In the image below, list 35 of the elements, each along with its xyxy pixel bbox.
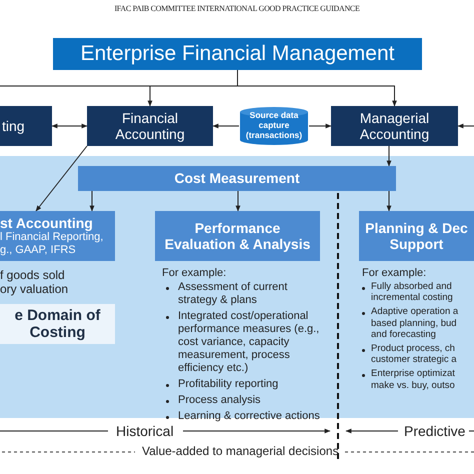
connector-arrow <box>386 190 392 212</box>
connector-arrow <box>90 190 94 212</box>
process-box: Managerial Accounting <box>331 106 458 146</box>
bullet-item: Profitability reporting <box>178 378 280 391</box>
bullet-item: Integrated cost/operational performance measures (e.g., cost variance, capacity measurement, process efficiency etc.) <box>178 310 320 375</box>
header-bar: Cost Measurement <box>78 166 396 191</box>
connector-arrow <box>236 190 240 212</box>
title-box: Enterprise Financial Management <box>53 38 422 70</box>
note-text: For example: <box>362 267 426 280</box>
category-box: st Accounting l Financial Reporting, g., GAAP, IFRS <box>0 211 115 261</box>
process-box: Financial Accounting <box>87 106 213 146</box>
bullet-item: Product process, ch customer strategic a <box>371 343 458 366</box>
bullet-item: Enterprise optimizat make vs. buy, outso <box>371 368 456 391</box>
connector-arrow <box>212 124 240 128</box>
note-text: Predictive <box>404 423 466 440</box>
bullet-item: Fully absorbed and incremental costing <box>371 281 454 304</box>
note-text: For example: <box>162 267 226 280</box>
connector-arrow <box>386 146 392 167</box>
category-box: Planning & Dec Support <box>359 211 474 261</box>
category-box: Performance Evaluation & Analysis <box>155 211 320 261</box>
bullet-item: Process analysis <box>178 394 262 407</box>
connector-arrow <box>51 124 88 128</box>
process-box: ting <box>0 106 52 146</box>
note-text: ory valuation <box>0 282 68 296</box>
text-box: e Domain of Costing <box>0 304 115 344</box>
bullet-item: Assessment of current strategy & plans <box>178 281 288 307</box>
connector-arrow <box>36 146 88 212</box>
note-text: Value-added to managerial decisions <box>142 444 339 458</box>
connector-arrow <box>457 124 474 128</box>
note-text: f goods sold <box>0 268 65 282</box>
bullet-item: Learning & corrective actions <box>178 410 321 423</box>
note-text: Historical <box>116 423 174 440</box>
header-text: IFAC PAIB COMMITTEE INTERNATIONAL GOOD PRACTICE GUIDANCE <box>113 4 361 14</box>
bullet-item: Adaptive operation a based planning, bud and forecasting <box>371 306 460 340</box>
connector-arrow <box>308 124 332 128</box>
